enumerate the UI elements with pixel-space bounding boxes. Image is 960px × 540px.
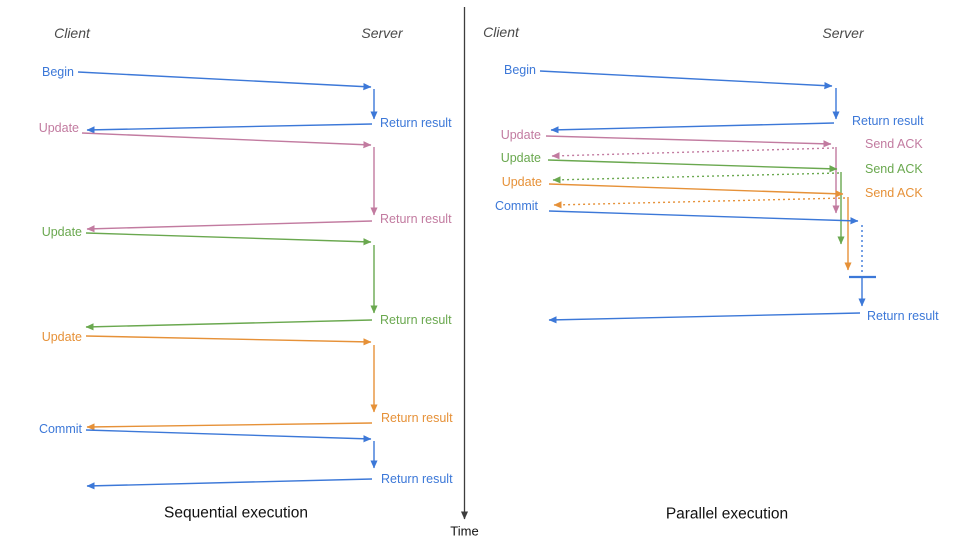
message-arrow — [548, 312, 861, 324]
message-arrow — [548, 183, 844, 198]
time-axis-label: Time — [450, 524, 478, 539]
message-arrow — [85, 429, 372, 443]
message-label-commit: Commit — [39, 422, 83, 436]
annotation-label: Return result — [380, 212, 452, 226]
message-arrow — [86, 478, 373, 490]
message-arrow — [85, 232, 372, 246]
ack-dashed-arrow — [553, 197, 846, 209]
message-label-begin: Begin — [504, 63, 536, 77]
caption-parallel: Parallel execution — [666, 506, 788, 523]
message-label-update: Update — [501, 151, 541, 165]
actor-label-client: Client — [54, 25, 91, 41]
annotation-label: Return result — [381, 411, 453, 425]
message-label-update: Update — [42, 225, 82, 239]
ack-dashed-arrow — [551, 147, 835, 160]
annotation-label: Send ACK — [865, 137, 923, 151]
message-arrow — [86, 422, 373, 431]
annotation-label: Send ACK — [865, 186, 923, 200]
message-arrow — [85, 319, 373, 331]
message-arrow — [550, 122, 835, 134]
annotation-label: Send ACK — [865, 162, 923, 176]
actor-label-client: Client — [483, 24, 520, 40]
message-label-commit: Commit — [495, 199, 539, 213]
message-label-begin: Begin — [42, 65, 74, 79]
annotation-label: Return result — [380, 116, 452, 130]
time-axis: Time — [450, 7, 479, 539]
annotation-label: Return result — [852, 114, 924, 128]
message-label-update: Update — [501, 128, 541, 142]
message-arrow — [545, 135, 832, 148]
message-arrow — [548, 210, 859, 225]
message-arrow — [86, 220, 373, 233]
message-arrow — [81, 132, 372, 149]
caption-sequential: Sequential execution — [164, 505, 308, 522]
annotation-label: Return result — [381, 472, 453, 486]
message-label-update: Update — [39, 121, 79, 135]
message-arrow — [539, 70, 833, 90]
ack-dashed-arrow — [552, 172, 840, 184]
annotation-label: Return result — [867, 309, 939, 323]
actor-label-server: Server — [822, 25, 865, 41]
message-arrow — [86, 123, 373, 134]
message-label-update: Update — [502, 175, 542, 189]
actor-label-server: Server — [361, 25, 404, 41]
message-arrow — [85, 335, 372, 346]
annotation-label: Return result — [380, 313, 452, 327]
message-arrow — [547, 159, 838, 173]
message-label-update: Update — [42, 330, 82, 344]
message-arrow — [77, 71, 372, 91]
